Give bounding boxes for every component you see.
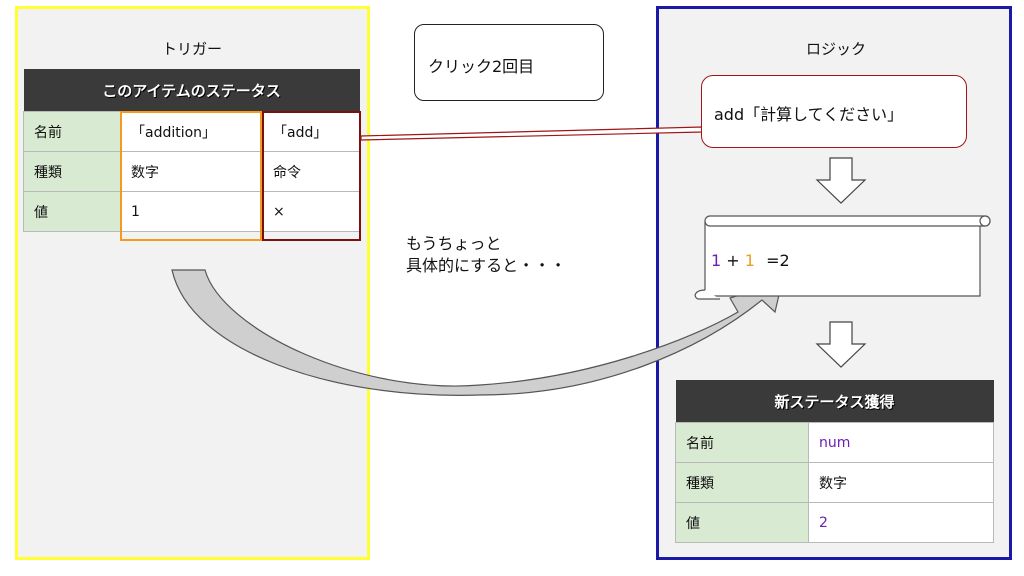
click-box	[414, 24, 604, 101]
click-label: クリック2回目	[428, 57, 535, 76]
row-label: 種類	[675, 462, 809, 503]
logic-table-header: 新ステータス獲得	[675, 380, 994, 423]
highlight-addition-column	[120, 111, 262, 241]
row-label: 種類	[23, 151, 121, 192]
connector-line	[360, 126, 703, 141]
explain-line-2: 具体的にすると・・・	[406, 256, 567, 275]
trigger-table-header: このアイテムのステータス	[23, 69, 360, 112]
down-arrow	[815, 157, 867, 204]
cell-value: 数字	[808, 462, 994, 503]
cell-value: 2	[808, 502, 994, 543]
formula-result: =2	[766, 251, 790, 270]
row-label: 名前	[23, 111, 121, 152]
cell-value: num	[808, 422, 994, 463]
highlight-add-column	[262, 111, 361, 241]
table-row: 名前 num	[675, 422, 994, 463]
row-label: 値	[23, 191, 121, 232]
row-label: 名前	[675, 422, 809, 463]
down-arrow	[815, 321, 867, 368]
scroll-icon	[694, 215, 991, 300]
formula-plus: +	[726, 251, 740, 270]
callout-box	[701, 75, 967, 148]
callout-text: add「計算してください」	[714, 105, 904, 124]
cell-value: ×	[262, 191, 360, 232]
logic-title: ロジック	[806, 40, 867, 58]
explain-line-1: もうちょっと	[406, 234, 502, 253]
formula: 1 + 1 =2	[711, 251, 790, 270]
table-row: 種類 数字	[675, 462, 994, 503]
row-label: 値	[675, 502, 809, 543]
trigger-title: トリガー	[162, 40, 223, 58]
curved-arrow	[171, 269, 783, 396]
new-status-table: 新ステータス獲得 名前 num 種類 数字 値 2	[675, 380, 994, 543]
explain-text: もうちょっと 具体的にすると・・・	[406, 233, 566, 277]
cell-value: 1	[120, 191, 263, 232]
table-row: 値 2	[675, 502, 994, 543]
table-row: 値 1 ×	[23, 191, 360, 232]
formula-operand-a: 1	[711, 251, 722, 270]
formula-operand-b: 1	[744, 251, 755, 270]
cell-value: 命令	[262, 151, 360, 192]
cell-value: 「add」	[262, 111, 360, 152]
